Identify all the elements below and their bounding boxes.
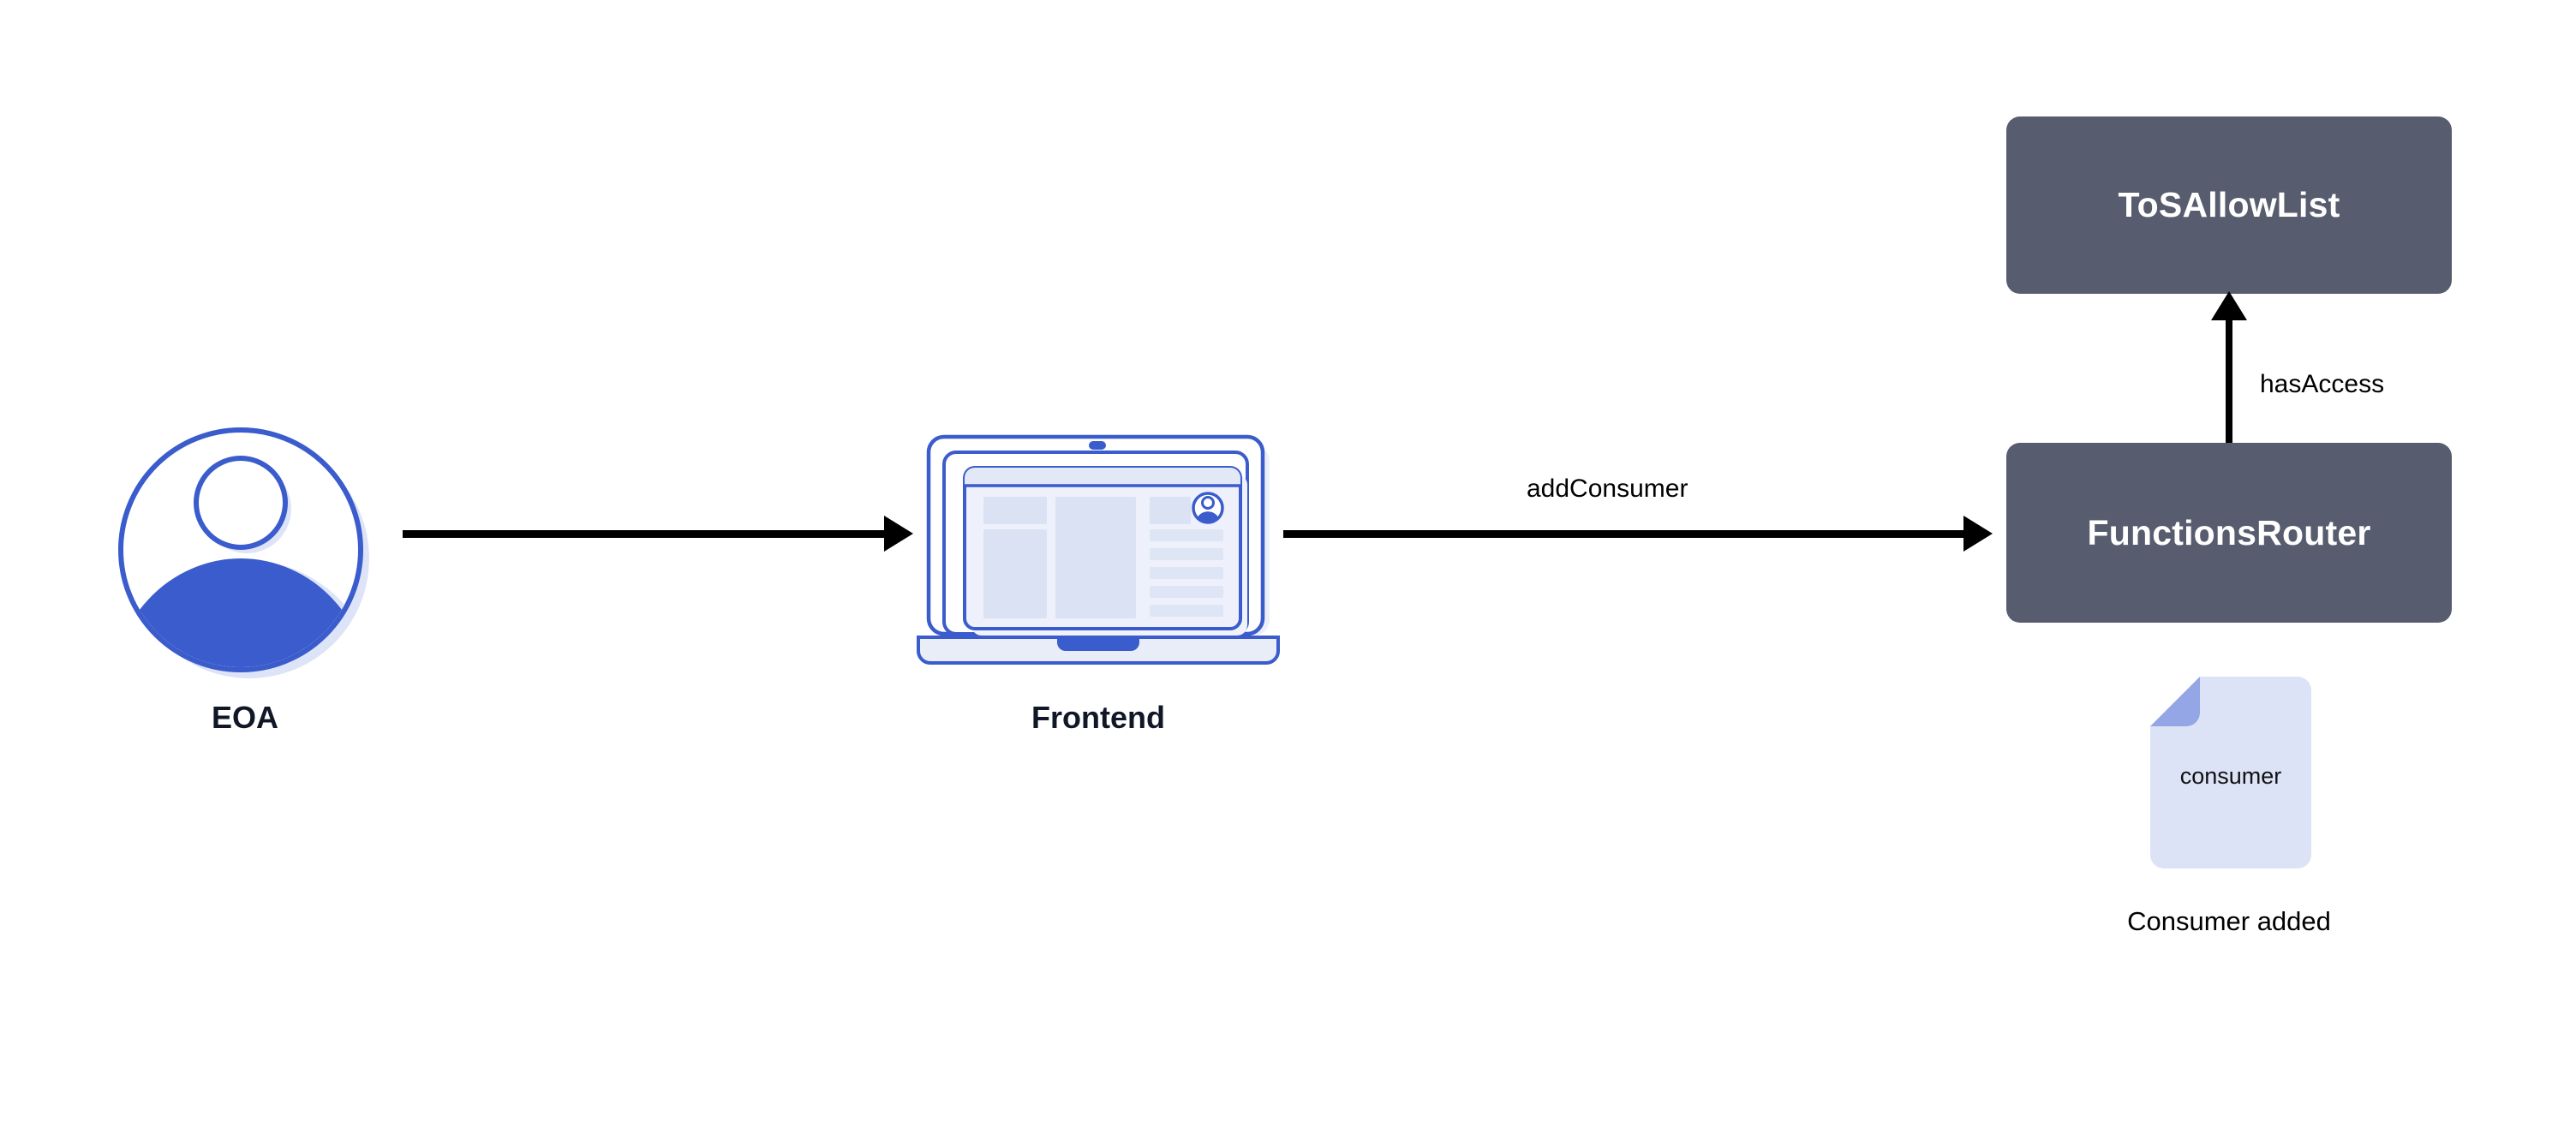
edge-arrowhead-right-icon (884, 516, 913, 552)
edge-label-has-access: hasAccess (2260, 370, 2385, 398)
text-line-3 (1150, 567, 1223, 579)
text-line-4 (1150, 586, 1223, 598)
webcam-dot-icon (1089, 441, 1106, 450)
laptop-icon (910, 427, 1287, 675)
avatar-shoulders (123, 558, 358, 667)
laptop-trackpad-notch (1057, 637, 1139, 651)
sidebar-block-bottom (983, 529, 1047, 618)
edge-label-add-consumer: addConsumer (1527, 475, 1688, 503)
tos-allowlist-box[interactable]: ToSAllowList (2006, 116, 2452, 294)
tos-allowlist-label: ToSAllowList (2118, 185, 2340, 224)
edge-arrowhead-right-icon (1963, 516, 1993, 552)
text-line-2 (1150, 548, 1223, 560)
sidebar-block-top (983, 497, 1047, 524)
detail-block (1150, 497, 1191, 524)
user-avatar-icon (117, 421, 374, 687)
functions-router-label: FunctionsRouter (2087, 512, 2371, 552)
document-icon: consumer (2147, 673, 2315, 872)
edge-arrowhead-up-icon (2211, 291, 2247, 320)
consumer-added-caption: Consumer added (2127, 906, 2331, 936)
user-avatar-small-icon (1192, 492, 1224, 524)
main-content-panel (1055, 497, 1136, 618)
document-label: consumer (2180, 763, 2282, 789)
functions-router-box[interactable]: FunctionsRouter (2006, 443, 2452, 623)
document-fold-corner (2150, 677, 2200, 726)
text-line-5 (1150, 605, 1223, 617)
frontend-caption: Frontend (1031, 700, 1165, 735)
avatar-head (194, 456, 288, 550)
screen-chrome-bar (965, 468, 1240, 486)
edge-line (2226, 308, 2232, 444)
edge-line (1283, 530, 1969, 538)
text-line-1 (1150, 529, 1223, 541)
eoa-caption: EOA (211, 700, 278, 735)
edge-line (403, 530, 889, 538)
